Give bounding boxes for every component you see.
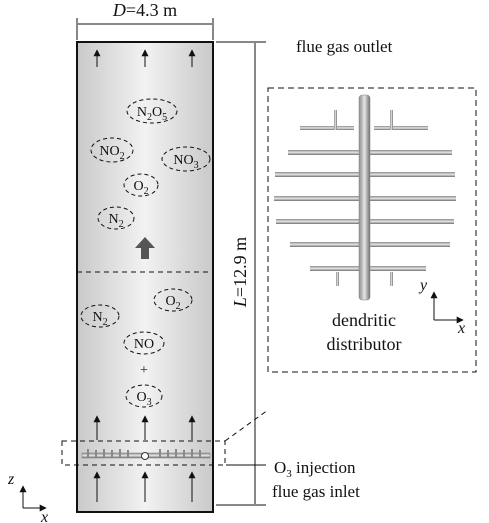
o3-injection-label: O3 injection: [274, 458, 356, 480]
distributor-pipe-side-view: [81, 449, 211, 460]
x-axis-label: x: [457, 320, 465, 337]
leader-line: [224, 409, 269, 442]
molecule-label: O2: [133, 179, 148, 197]
molecule-label: NO3: [173, 153, 198, 171]
molecule: NO3: [161, 146, 211, 172]
molecule-label: O2: [165, 294, 180, 312]
main-axes: z x: [7, 471, 48, 523]
molecule: NO2: [90, 137, 134, 163]
dendritic-distributor-illustration: [274, 94, 456, 301]
x-axis-label: x: [40, 509, 48, 523]
molecule: O3: [125, 384, 163, 408]
molecule-label: N2O5: [137, 105, 167, 123]
diameter-label: D=4.3 m: [112, 0, 177, 20]
molecule-label: NO2: [99, 144, 124, 162]
molecule: NO: [123, 331, 165, 355]
mid-flow-arrows: [93, 415, 196, 440]
distributor-highlight-box: [61, 440, 226, 466]
molecule: N2O5: [126, 98, 178, 124]
inset-axes: y x: [418, 277, 465, 337]
distributor-inset: [267, 87, 477, 373]
distributor-caption-line1: dendritic: [332, 310, 396, 330]
plus-sign: +: [140, 363, 148, 378]
y-axis-label: y: [418, 277, 428, 294]
outlet-label: flue gas outlet: [296, 37, 393, 56]
molecule: N2: [80, 304, 120, 328]
molecule-label: O3: [136, 390, 151, 408]
distributor-caption-line2: distributor: [327, 334, 402, 354]
length-label: L=12.9 m: [230, 237, 250, 308]
molecule: O2: [123, 173, 159, 197]
molecule-label: NO: [134, 337, 154, 352]
bottom-flow-arrows: [93, 471, 196, 502]
upflow-arrow-icon: [135, 237, 155, 259]
top-flow-arrows: [93, 49, 196, 67]
molecule-label: N2: [108, 212, 123, 230]
z-axis-label: z: [7, 471, 15, 488]
inlet-label: flue gas inlet: [272, 482, 360, 501]
molecule-label: N2: [92, 310, 107, 328]
molecule: N2: [97, 206, 135, 230]
molecule: O2: [153, 288, 193, 312]
